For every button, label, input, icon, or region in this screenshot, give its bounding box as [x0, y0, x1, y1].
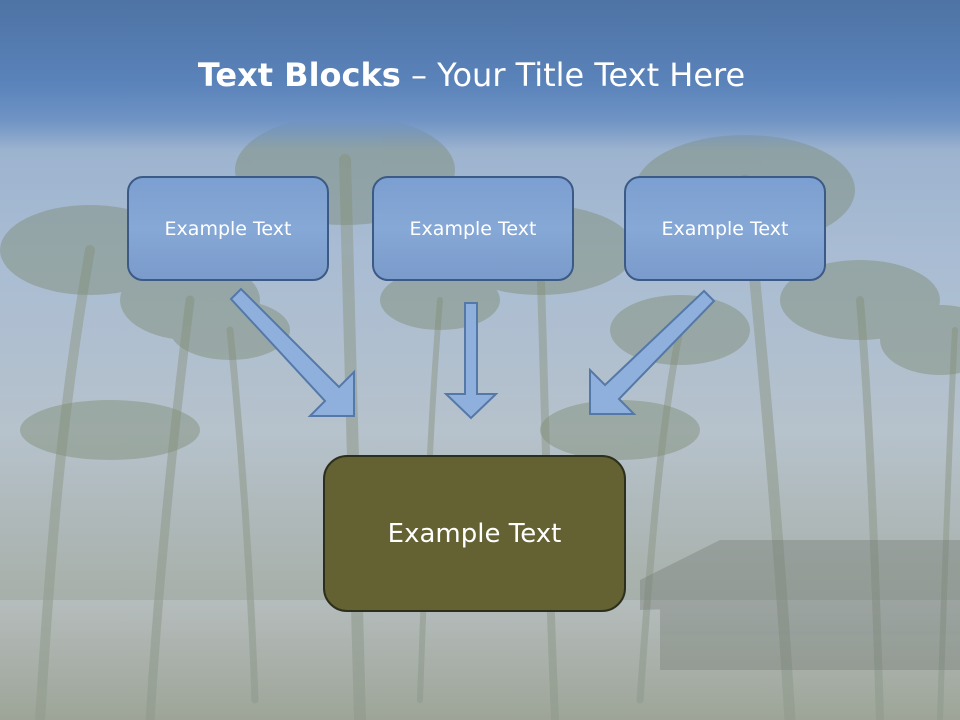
text-box-top-left-label: Example Text: [164, 217, 292, 240]
slide-title-rest: – Your Title Text Here: [400, 56, 746, 94]
text-box-top-right[interactable]: Example Text: [624, 176, 826, 281]
arrow-down-icon: [443, 302, 499, 420]
text-box-bottom[interactable]: Example Text: [323, 455, 626, 612]
slide-title: Text Blocks – Your Title Text Here: [0, 52, 943, 98]
arrow-down-right-icon: [229, 287, 355, 417]
text-box-top-middle[interactable]: Example Text: [372, 176, 574, 281]
arrow-down-left-icon: [589, 289, 716, 415]
text-box-bottom-label: Example Text: [387, 518, 562, 549]
text-box-top-middle-label: Example Text: [409, 217, 537, 240]
text-box-top-right-label: Example Text: [661, 217, 789, 240]
slide-title-bold: Text Blocks: [197, 56, 401, 94]
text-box-top-left[interactable]: Example Text: [127, 176, 329, 281]
header-band: [0, 0, 960, 150]
